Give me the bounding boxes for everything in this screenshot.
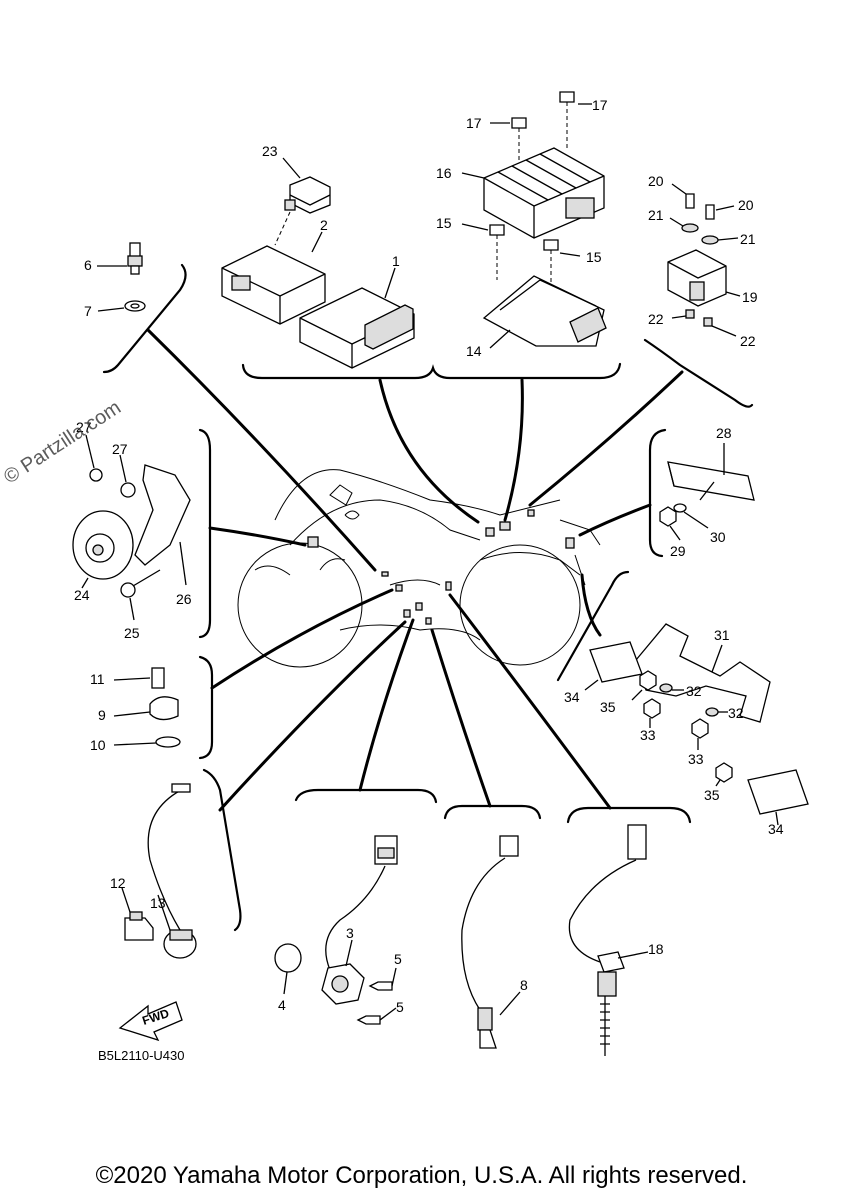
callout-15b: 15	[586, 249, 602, 265]
callout-35a: 35	[600, 699, 616, 715]
part-14-bracket	[482, 275, 607, 349]
copyright-notice: ©2020 Yamaha Motor Corporation, U.S.A. A…	[95, 1162, 748, 1189]
part-18-sensor	[568, 824, 649, 1056]
group-brackets	[102, 263, 754, 932]
part-5-bolts	[356, 967, 397, 1025]
part-9-sensor	[113, 696, 179, 721]
part-33-nuts	[643, 698, 709, 750]
callout-20b: 20	[738, 197, 754, 213]
callout-10: 10	[90, 737, 106, 753]
callout-3: 3	[346, 925, 354, 941]
part-16-regulator	[461, 147, 605, 239]
callout-31: 31	[714, 627, 730, 643]
part-30-washer	[673, 503, 709, 529]
callout-4: 4	[278, 997, 286, 1013]
callout-1: 1	[392, 253, 400, 269]
callout-26: 26	[176, 591, 192, 607]
part-27-bolts	[85, 434, 136, 498]
callout-34a: 34	[564, 689, 580, 705]
part-31-bracket	[635, 623, 771, 723]
part-34-reflectors	[584, 641, 809, 826]
motorcycle-outline	[237, 469, 601, 668]
callout-29: 29	[670, 543, 686, 559]
callout-6: 6	[84, 257, 92, 273]
part-15-bolts	[461, 223, 581, 285]
callout-34b: 34	[768, 821, 784, 837]
part-20-screws	[671, 183, 735, 220]
part-19-holder	[667, 249, 741, 307]
part-29-nut	[659, 506, 681, 541]
diagram-code: B5L2110-U430	[98, 1048, 185, 1063]
callout-23: 23	[262, 143, 278, 159]
callout-33b: 33	[688, 751, 704, 767]
part-8-sensor	[461, 835, 521, 1049]
callout-12: 12	[110, 875, 126, 891]
callout-32a: 32	[686, 683, 702, 699]
callout-27a: 27	[76, 419, 92, 435]
callout-25: 25	[124, 625, 140, 641]
callout-22b: 22	[740, 333, 756, 349]
callout-2: 2	[320, 217, 328, 233]
callout-19: 19	[742, 289, 758, 305]
callout-labels: 1 2 3 4 5 5 6 7 8 9 10 11 12 13 14 15 15…	[74, 97, 784, 1015]
callout-17b: 17	[592, 97, 608, 113]
part-24-horn	[72, 510, 134, 589]
callout-21b: 21	[740, 231, 756, 247]
callout-35b: 35	[704, 787, 720, 803]
callout-15a: 15	[436, 215, 452, 231]
part-7-washer	[97, 300, 146, 312]
callout-33a: 33	[640, 727, 656, 743]
part-2-holder	[221, 231, 326, 325]
part-12-switch	[121, 887, 154, 941]
part-11-bolt	[113, 667, 165, 689]
part-22-nuts	[671, 309, 737, 337]
callout-16: 16	[436, 165, 452, 181]
part-3-sensor	[321, 835, 398, 1005]
callout-27b: 27	[112, 441, 128, 457]
callout-21a: 21	[648, 207, 664, 223]
callout-18: 18	[648, 941, 664, 957]
part-17-bolts	[490, 91, 592, 160]
callout-28: 28	[716, 425, 732, 441]
callout-13: 13	[150, 895, 166, 911]
callout-5b: 5	[396, 999, 404, 1015]
part-26-bracket	[134, 464, 191, 586]
part-25-bolt	[120, 569, 161, 621]
callout-22a: 22	[648, 311, 664, 327]
part-13-sensor	[147, 783, 197, 959]
callout-17a: 17	[466, 115, 482, 131]
callout-11: 11	[90, 671, 105, 687]
part-6-sensor	[97, 242, 143, 275]
callout-24: 24	[74, 587, 90, 603]
callout-14: 14	[466, 343, 482, 359]
part-1-ecu	[299, 267, 415, 369]
leader-lines	[146, 328, 684, 812]
part-28-reflector	[667, 443, 755, 501]
part-10-oring	[113, 736, 181, 748]
part-21-washers	[669, 217, 739, 245]
callout-30: 30	[710, 529, 726, 545]
part-35-nuts	[631, 670, 733, 787]
callout-9: 9	[98, 707, 106, 723]
callout-20a: 20	[648, 173, 664, 189]
callout-8: 8	[520, 977, 528, 993]
callout-7: 7	[84, 303, 92, 319]
part-23-relay	[274, 157, 331, 246]
part-32-washers	[659, 683, 728, 717]
fwd-arrow	[118, 1001, 183, 1042]
callout-32b: 32	[728, 705, 744, 721]
callout-5a: 5	[394, 951, 402, 967]
part-4-oring	[274, 943, 302, 995]
